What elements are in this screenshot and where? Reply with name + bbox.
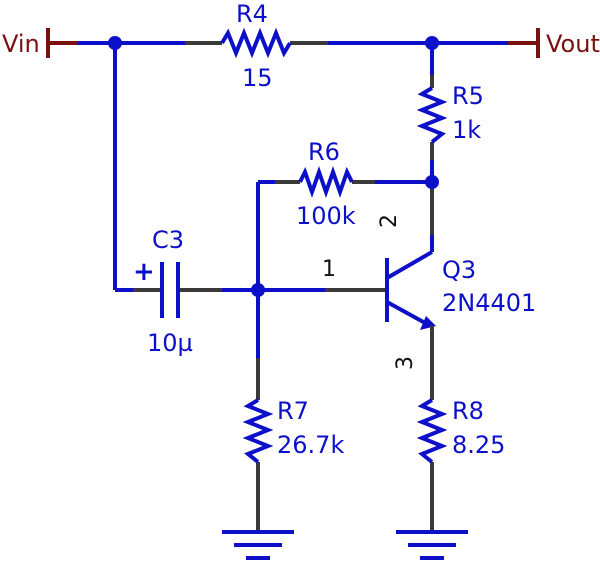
left-branch-wires <box>113 43 387 292</box>
feedback-wires <box>256 180 432 290</box>
r8-value: 8.25 <box>452 431 505 459</box>
c3-polarity: + <box>133 257 155 287</box>
ground-icon <box>396 530 468 560</box>
vout-label: Vout <box>546 30 600 58</box>
resistor-r8: R8 8.25 <box>416 397 505 464</box>
q3-pin-emitter: 3 <box>393 356 418 370</box>
resistor-r4: R4 15 <box>220 0 292 92</box>
q3-pin-base: 1 <box>322 257 336 282</box>
q3-part: 2N4401 <box>442 289 536 317</box>
r5-ref: R5 <box>452 82 484 110</box>
r4-value: 15 <box>242 64 273 92</box>
r7-value: 26.7k <box>277 431 344 459</box>
junction-collector <box>425 175 439 189</box>
c3-ref: C3 <box>152 226 184 254</box>
junction-nodes <box>108 36 439 297</box>
resistor-r7: R7 26.7k <box>242 397 344 464</box>
q3-pin-collector: 2 <box>377 214 402 228</box>
ground-icon <box>222 530 294 560</box>
capacitor-c3: + C3 10µ <box>133 226 193 357</box>
junction-vin <box>108 36 122 50</box>
vin-port: Vin <box>2 28 78 58</box>
transistor-q3: Q3 2N4401 1 2 3 <box>322 214 536 370</box>
resistor-r6: R6 100k <box>296 138 356 230</box>
r8-ref: R8 <box>452 397 484 425</box>
r6-value: 100k <box>296 202 356 230</box>
junction-base <box>251 283 265 297</box>
vout-port: Vout <box>508 28 600 58</box>
resistor-r5: R5 1k <box>416 82 484 144</box>
q3-ref: Q3 <box>442 256 476 284</box>
r7-ref: R7 <box>277 397 309 425</box>
r6-ref: R6 <box>308 138 340 166</box>
vin-label: Vin <box>2 30 40 58</box>
c3-value: 10µ <box>147 329 193 357</box>
r5-value: 1k <box>452 116 481 144</box>
r4-ref: R4 <box>236 0 268 28</box>
junction-vout <box>425 36 439 50</box>
